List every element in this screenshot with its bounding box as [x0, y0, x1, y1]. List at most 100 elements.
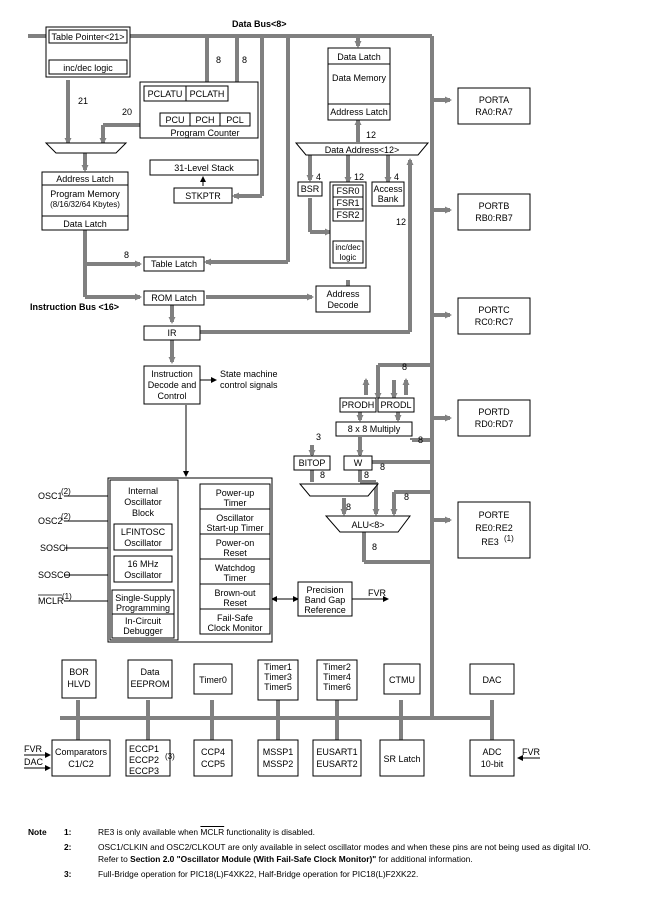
note-key: Note [28, 827, 47, 837]
pclatu-label: PCLATU [148, 89, 183, 99]
pcl-label: PCL [226, 115, 244, 125]
sr-latch-label: SR Latch [383, 754, 420, 764]
note-1: Note 1: RE3 is only available when MCLR … [28, 826, 658, 838]
w-register-box [343, 455, 373, 471]
note-2: 2: OSC1/CLKIN and OSC2/CLKOUT are only a… [28, 841, 658, 865]
wdt-line1: Watchdog [215, 563, 255, 573]
note-3: 3: Full-Bridge operation for PIC18(L)F4X… [28, 868, 658, 880]
width-w-out: 8 [364, 470, 369, 480]
timer0-label: Timer0 [199, 675, 227, 685]
eusart2-label: EUSART2 [316, 759, 357, 769]
pm-address-latch: Address Latch [56, 174, 114, 184]
program-memory: Address Latch Program Memory (8/16/32/64… [41, 171, 129, 231]
port-d-pins: RD0:RD7 [475, 419, 514, 429]
band-gap-box [297, 581, 353, 617]
state-machine-line1: State machine [220, 369, 278, 379]
ports: PORTA RA0:RA7 PORTB RB0:RB7 PORTC RC0:RC… [457, 87, 531, 559]
fscm-line1: Fail-Safe [217, 613, 253, 623]
internal-osc-line1: Internal [128, 486, 158, 496]
multiply-box [335, 421, 413, 437]
data-bus-label: Data Bus<8> [232, 19, 287, 29]
address-mux [44, 142, 128, 154]
bor-line1: Brown-out [214, 588, 256, 598]
port-c-box [457, 297, 531, 335]
access-bank-line1: Access [373, 184, 403, 194]
ir-box [143, 325, 201, 341]
ssp-line2: Programming [116, 603, 170, 613]
note-1-mclr: MCLR [200, 827, 225, 837]
width-w-top: 8 [418, 435, 423, 445]
osc1-label: OSC1 [38, 491, 63, 501]
bsr-box [297, 181, 323, 197]
osc-inputs: OSC1 (2) OSC2 (2) SOSCI SOSCO MCLR (1) [38, 487, 72, 606]
comparators-line1: Comparators [55, 747, 108, 757]
incdec-logic-label: inc/dec logic [63, 63, 113, 73]
fsr2-label: FSR2 [336, 210, 359, 220]
w-register-label: W [354, 458, 363, 468]
port-e-pins: RE0:RE2 [475, 523, 513, 533]
state-machine-line2: control signals [220, 380, 278, 390]
width-multiply: 8 [402, 362, 407, 372]
mhz16-line1: 16 MHz [127, 559, 159, 569]
note-3-num: 3: [64, 869, 72, 879]
adc-fvr-input: FVR [522, 747, 541, 757]
width-bitop: 3 [316, 432, 321, 442]
timer6-label: Timer6 [323, 682, 351, 692]
band-gap-line3: Reference [304, 605, 346, 615]
internal-osc-line2: Oscillator [124, 497, 162, 507]
width-access: 4 [394, 172, 399, 182]
pm-title: Program Memory [50, 189, 120, 199]
table-latch-box [143, 256, 205, 272]
pclath-label: PCLATH [190, 89, 225, 99]
bus-lines [28, 34, 494, 740]
note-2-num: 2: [64, 842, 72, 852]
fvr-output-label: FVR [368, 588, 387, 598]
instruction-bus-label: Instruction Bus <16> [30, 302, 119, 312]
width-fsr: 12 [354, 172, 364, 182]
stack: 31-Level Stack STKPTR [149, 159, 259, 204]
bor-hlvd-line1: BOR [69, 667, 89, 677]
timer4-label: Timer4 [323, 672, 351, 682]
dm-address-latch: Address Latch [330, 107, 388, 117]
ost-line2: Start-up Timer [206, 523, 263, 533]
top-peripherals: BOR HLVD Data EEPROM Timer0 Timer1 Timer… [61, 659, 515, 701]
timer2-label: Timer2 [323, 662, 351, 672]
address-decode-line2: Decode [327, 300, 358, 310]
instruction-decode-line3: Control [157, 391, 186, 401]
mclr-label: MCLR [38, 596, 64, 606]
fsr-incdec-line2: logic [340, 253, 356, 262]
note-1-text-b: functionality is disabled. [224, 827, 315, 837]
comparator-dac-input: DAC [24, 757, 44, 767]
access-bank-line2: Bank [378, 194, 399, 204]
data-memory: Data Latch Data Memory Address Latch [327, 47, 391, 121]
width-data-address: 12 [366, 130, 376, 140]
note-1-num: 1: [64, 827, 72, 837]
wdt-line2: Timer [224, 573, 247, 583]
port-b-name: PORTB [479, 201, 510, 211]
multiply-label: 8 x 8 Multiply [348, 424, 401, 434]
block-diagram: Data Bus<8> Instruction Bus <16> 8 8 21 … [24, 19, 541, 777]
port-d-name: PORTD [478, 407, 510, 417]
width-alu-in: 8 [404, 492, 409, 502]
note-3-text: Full-Bridge operation for PIC18(L)F4XK22… [98, 869, 419, 879]
port-d-box [457, 399, 531, 437]
band-gap-line1: Precision [306, 585, 343, 595]
note-2-line1: OSC1/CLKIN and OSC2/CLKOUT are only avai… [98, 842, 591, 852]
icd-line1: In-Circuit [125, 616, 162, 626]
width-alu-out: 8 [372, 542, 377, 552]
program-counter-label: Program Counter [170, 128, 239, 138]
note-1-text-a: RE3 is only available when [98, 827, 201, 837]
width-pc: 20 [122, 107, 132, 117]
port-e-box [457, 501, 531, 559]
bitop-label: BITOP [299, 458, 326, 468]
port-a-pins: RA0:RA7 [475, 107, 513, 117]
comparator-fvr-input: FVR [24, 744, 43, 754]
prodl-box [377, 397, 415, 413]
timer1-label: Timer1 [264, 662, 292, 672]
ccp5-label: CCP5 [201, 759, 225, 769]
address-decode-line1: Address [326, 289, 360, 299]
port-b-box [457, 193, 531, 231]
bottom-peripherals: Comparators C1/C2 ECCP1 ECCP2 (3) ECCP3 … [51, 739, 515, 777]
data-address-mux [294, 142, 430, 156]
lfintosc-line2: Oscillator [124, 538, 162, 548]
